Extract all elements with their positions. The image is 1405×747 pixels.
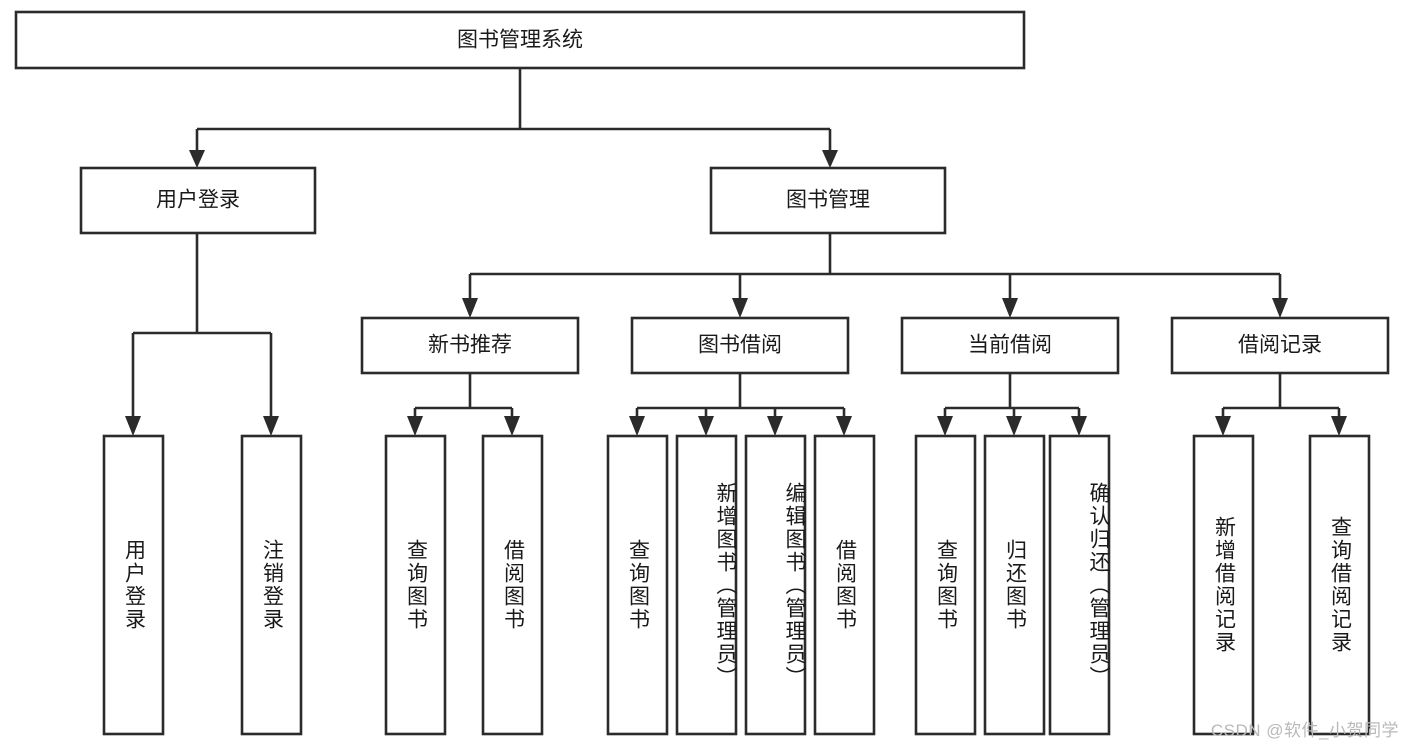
node-leaf-query-book-2-box[interactable] xyxy=(606,434,669,736)
node-new-book-recommend[interactable]: 新书推荐 xyxy=(360,316,580,375)
node-leaf-query-record-box[interactable] xyxy=(1308,434,1371,736)
node-user-login[interactable]: 用户登录 xyxy=(79,166,317,235)
arrow-leaf-return-book xyxy=(1006,416,1022,436)
arrow-leaf-borrow-book-2 xyxy=(836,416,852,436)
node-leaf-confirm-return-box[interactable] xyxy=(1048,434,1111,736)
node-leaf-query-book-3-box[interactable] xyxy=(914,434,977,736)
node-leaf-add-record-box[interactable] xyxy=(1192,434,1255,736)
arrow-leaf-query-book-3 xyxy=(937,416,953,436)
node-book-management[interactable]: 图书管理 xyxy=(709,166,947,235)
arrow-current-borrow xyxy=(1002,298,1018,318)
arrow-leaf-edit-book xyxy=(767,416,783,436)
arrow-borrow-record xyxy=(1272,298,1288,318)
connector-layer xyxy=(125,68,1347,436)
node-leaf-borrow-book-1-box[interactable] xyxy=(481,434,544,736)
node-root-box[interactable] xyxy=(14,10,1026,70)
arrow-leaf-confirm-return xyxy=(1071,416,1087,436)
node-user-login-box[interactable] xyxy=(79,166,317,235)
csdn-watermark: CSDN @软件_小贺同学 xyxy=(1210,721,1399,740)
node-book-borrow[interactable]: 图书借阅 xyxy=(630,316,850,375)
arrow-leaf-query-record xyxy=(1331,416,1347,436)
node-leaf-user-login-box[interactable] xyxy=(102,434,165,736)
node-borrow-record-box[interactable] xyxy=(1170,316,1390,375)
node-borrow-record-label: 借阅记录 xyxy=(1238,334,1322,357)
arrow-book-borrow xyxy=(732,298,748,318)
node-leaf-user-logout-box[interactable] xyxy=(240,434,303,736)
node-current-borrow-box[interactable] xyxy=(900,316,1120,375)
node-book-borrow-label: 图书借阅 xyxy=(698,334,782,357)
node-leaf-query-book-1-box[interactable] xyxy=(384,434,447,736)
node-leaf-return-book-box[interactable] xyxy=(983,434,1046,736)
arrow-leaf-add-book xyxy=(698,416,714,436)
node-new-book-recommend-box[interactable] xyxy=(360,316,580,375)
node-book-management-label: 图书管理 xyxy=(786,189,870,212)
node-layer: 图书管理系统 用户登录 图书管理 新书推荐 图书借阅 当前 xyxy=(14,10,1390,736)
arrow-leaf-user-login xyxy=(125,416,141,436)
node-borrow-record[interactable]: 借阅记录 xyxy=(1170,316,1390,375)
arrow-leaf-user-logout xyxy=(263,416,279,436)
arrow-leaf-query-book-2 xyxy=(629,416,645,436)
node-book-management-box[interactable] xyxy=(709,166,947,235)
arrow-leaf-query-book-1 xyxy=(407,416,423,436)
node-leaf-edit-book-box[interactable] xyxy=(744,434,807,736)
node-root-label: 图书管理系统 xyxy=(457,29,583,52)
node-root[interactable]: 图书管理系统 xyxy=(14,10,1026,70)
node-current-borrow[interactable]: 当前借阅 xyxy=(900,316,1120,375)
node-book-borrow-box[interactable] xyxy=(630,316,850,375)
arrow-new-book-recommend xyxy=(462,298,478,318)
node-user-login-label: 用户登录 xyxy=(156,189,240,212)
arrow-leaf-borrow-book-1 xyxy=(504,416,520,436)
arrow-user-login xyxy=(189,150,205,168)
arrow-book-management xyxy=(822,150,838,168)
node-leaf-add-book-box[interactable] xyxy=(675,434,738,736)
node-current-borrow-label: 当前借阅 xyxy=(968,334,1052,357)
node-leaf-borrow-book-2-box[interactable] xyxy=(813,434,876,736)
node-new-book-recommend-label: 新书推荐 xyxy=(428,334,512,357)
arrow-leaf-add-record xyxy=(1215,416,1231,436)
